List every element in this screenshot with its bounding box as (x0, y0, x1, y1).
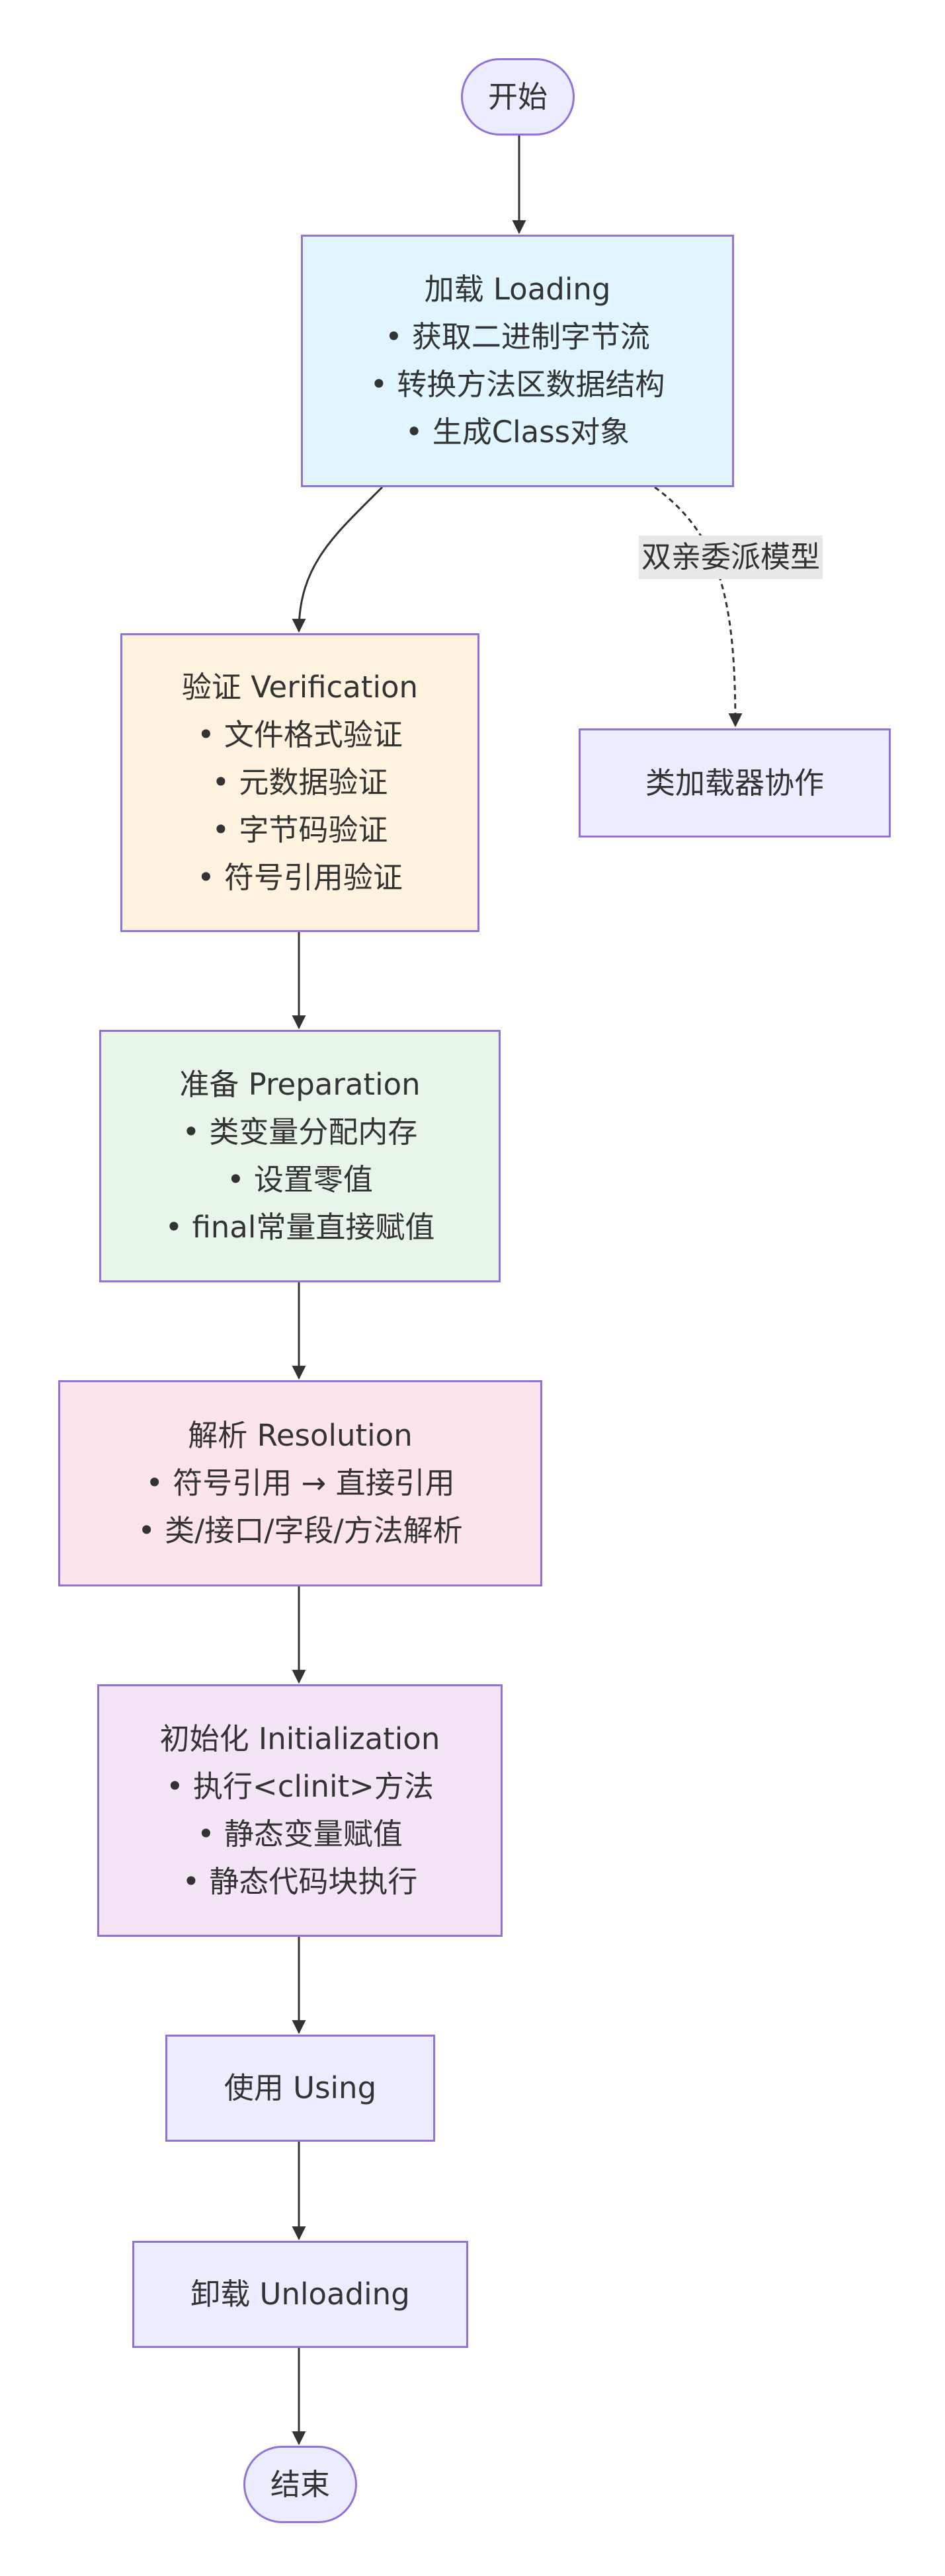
preparation-node: 准备 Preparation • 类变量分配内存 • 设置零值 • final常… (99, 1030, 501, 1282)
preparation-item: • final常量直接赋值 (165, 1210, 435, 1245)
end-node: 结束 (243, 2446, 357, 2523)
initialization-item: • 执行<clinit>方法 (166, 1769, 434, 1804)
using-label: 使用 Using (224, 2070, 377, 2105)
initialization-node: 初始化 Initialization • 执行<clinit>方法 • 静态变量… (97, 1684, 503, 1937)
loading-item: • 获取二进制字节流 (385, 319, 650, 354)
resolution-item: • 符号引用 → 直接引用 (145, 1465, 455, 1501)
preparation-item: • 设置零值 (227, 1162, 373, 1197)
unloading-node: 卸载 Unloading (132, 2241, 468, 2348)
unloading-label: 卸载 Unloading (190, 2277, 410, 2312)
initialization-item: • 静态代码块执行 (182, 1864, 418, 1899)
end-label: 结束 (270, 2466, 330, 2502)
classloader-node: 类加载器协作 (579, 728, 891, 838)
classloader-label: 类加载器协作 (645, 765, 824, 800)
loading-item: • 生成Class对象 (405, 414, 630, 449)
preparation-title: 准备 Preparation (179, 1067, 421, 1102)
edge-loading-classloader (654, 486, 743, 728)
resolution-node: 解析 Resolution • 符号引用 → 直接引用 • 类/接口/字段/方法… (58, 1380, 542, 1586)
parent-delegation-label: 双亲委派模型 (639, 535, 823, 579)
initialization-item: • 静态变量赋值 (197, 1816, 403, 1852)
loading-node: 加载 Loading • 获取二进制字节流 • 转换方法区数据结构 • 生成Cl… (301, 235, 734, 487)
resolution-title: 解析 Resolution (188, 1418, 413, 1453)
loading-item: • 转换方法区数据结构 (370, 367, 665, 402)
verification-item: • 文件格式验证 (197, 717, 403, 752)
using-node: 使用 Using (165, 2035, 435, 2142)
verification-item: • 字节码验证 (212, 812, 388, 847)
initialization-title: 初始化 Initialization (159, 1721, 440, 1756)
start-node: 开始 (461, 58, 575, 136)
verification-item: • 元数据验证 (212, 765, 388, 800)
resolution-item: • 类/接口/字段/方法解析 (138, 1513, 463, 1548)
verification-node: 验证 Verification • 文件格式验证 • 元数据验证 • 字节码验证… (120, 633, 479, 932)
edge-loading-verification (292, 486, 384, 633)
preparation-item: • 类变量分配内存 (182, 1114, 418, 1150)
verification-item: • 符号引用验证 (197, 860, 403, 895)
verification-title: 验证 Verification (181, 670, 419, 705)
start-label: 开始 (487, 79, 548, 114)
loading-title: 加载 Loading (424, 272, 611, 307)
